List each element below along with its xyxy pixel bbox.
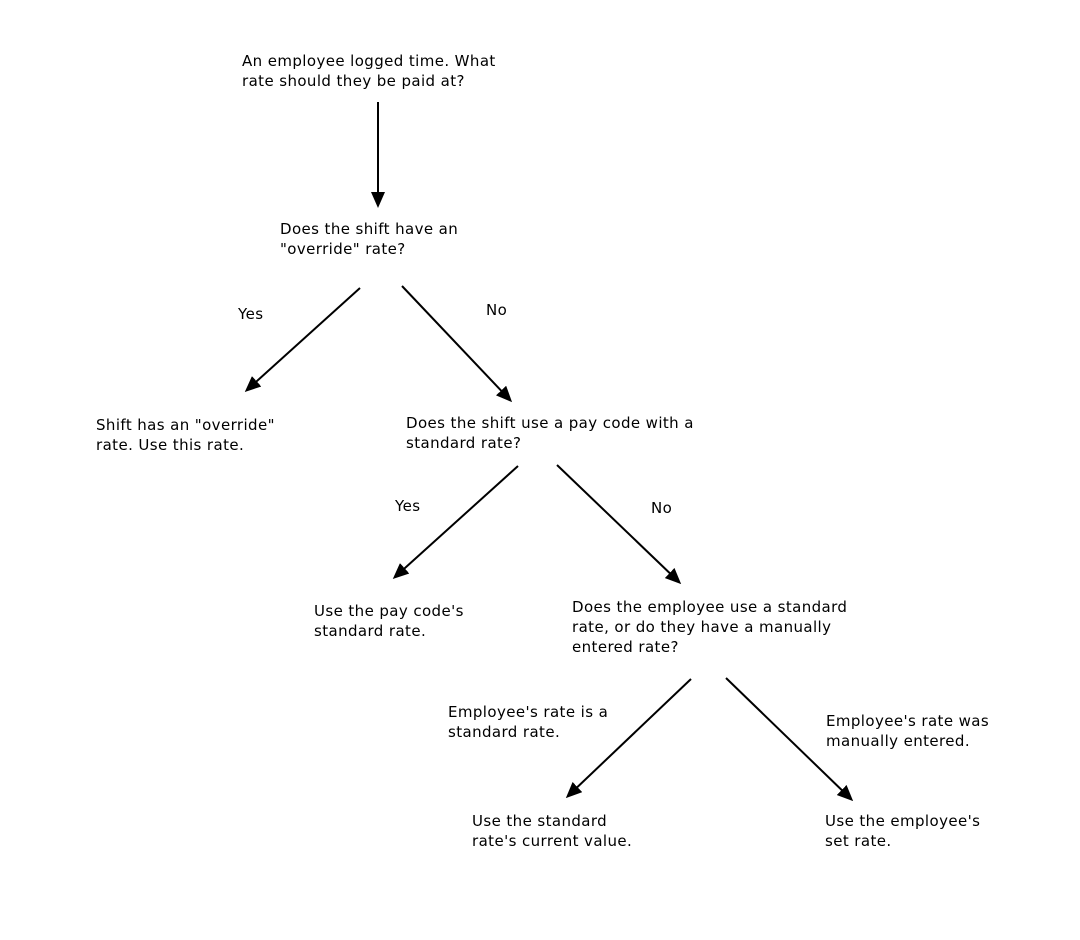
arrow-employee-standard — [565, 678, 692, 799]
standard-result-line-1: Use the standard — [472, 812, 608, 830]
manual-result-line-1: Use the employee's — [825, 812, 981, 830]
arrow-paycode-no — [556, 464, 682, 585]
start-node: An employee logged time. What rate shoul… — [242, 51, 496, 91]
paycode-question-line-2: standard rate? — [406, 434, 522, 452]
paycode-result-line-2: standard rate. — [314, 622, 427, 640]
standard-result-node: Use the standard rate's current value. — [472, 811, 632, 851]
start-node-line-2: rate should they be paid at? — [242, 72, 465, 90]
override-result-node: Shift has an "override" rate. Use this r… — [96, 415, 275, 455]
override-no-label: No — [486, 301, 508, 319]
arrow-override-yes — [244, 287, 361, 393]
override-yes-label: Yes — [238, 305, 264, 323]
employee-manual-label-line-2: manually entered. — [826, 732, 970, 750]
employee-question-node: Does the employee use a standard rate, o… — [572, 597, 847, 657]
employee-standard-label-line-1: Employee's rate is a — [448, 703, 609, 721]
start-node-line-1: An employee logged time. What — [242, 52, 496, 70]
paycode-result-line-1: Use the pay code's — [314, 602, 464, 620]
employee-standard-label: Employee's rate is a standard rate. — [448, 702, 608, 742]
employee-manual-label-line-1: Employee's rate was — [826, 712, 990, 730]
arrow-employee-manual — [725, 677, 854, 802]
override-question-line-2: "override" rate? — [280, 240, 406, 258]
manual-result-line-2: set rate. — [825, 832, 892, 850]
employee-question-line-2: rate, or do they have a manually — [572, 618, 832, 636]
employee-standard-label-line-2: standard rate. — [448, 723, 561, 741]
paycode-question-line-1: Does the shift use a pay code with a — [406, 414, 694, 432]
arrow-override-no — [401, 285, 513, 403]
override-question-line-1: Does the shift have an — [280, 220, 459, 238]
arrow-paycode-yes — [392, 465, 519, 580]
manual-result-node: Use the employee's set rate. — [825, 811, 980, 851]
paycode-no-label: No — [651, 499, 673, 517]
override-question-node: Does the shift have an "override" rate? — [280, 219, 458, 259]
paycode-question-node: Does the shift use a pay code with a sta… — [406, 413, 694, 453]
paycode-yes-label: Yes — [395, 497, 421, 515]
override-result-line-2: rate. Use this rate. — [96, 436, 245, 454]
standard-result-line-2: rate's current value. — [472, 832, 633, 850]
employee-question-line-3: entered rate? — [572, 638, 679, 656]
paycode-result-node: Use the pay code's standard rate. — [314, 601, 464, 641]
override-result-line-1: Shift has an "override" — [96, 416, 275, 434]
employee-question-line-1: Does the employee use a standard — [572, 598, 848, 616]
employee-manual-label: Employee's rate was manually entered. — [826, 711, 989, 751]
